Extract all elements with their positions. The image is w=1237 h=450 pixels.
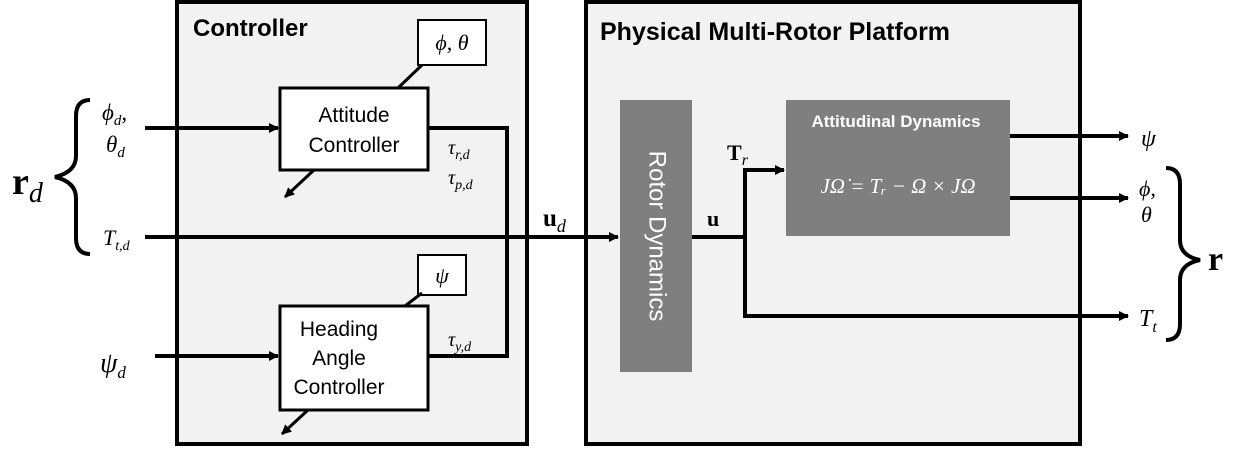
heading-feedback-tag-box xyxy=(417,254,467,296)
theta-output-label: θ xyxy=(1141,202,1152,227)
psi-output-label: ψ xyxy=(1141,126,1157,152)
tt-output-label: Tt xyxy=(1139,306,1157,336)
attitudinal-dynamics-title: Attitudinal Dynamics xyxy=(811,112,980,131)
r-output-label: r xyxy=(1208,241,1223,278)
u-label: u xyxy=(707,206,719,231)
heading-feedback-link xyxy=(404,291,423,308)
attitude-feedback-link xyxy=(396,63,424,90)
attitudinal-dynamics-block xyxy=(786,100,1010,236)
attitude-feedback-tag: ϕ, θ xyxy=(435,30,468,55)
heading-feedback-tag: ψ xyxy=(435,263,449,288)
attitude-torque-line xyxy=(428,126,509,237)
heading-controller-line2: Angle xyxy=(312,347,366,370)
platform-title: Physical Multi-Rotor Platform xyxy=(600,18,950,46)
tau-r-label: τr,d xyxy=(448,137,471,163)
attitude-controller-line2: Controller xyxy=(308,134,399,157)
tau-p-label: τp,d xyxy=(448,167,474,193)
tt-branch-arrow xyxy=(743,237,1129,321)
psi-d-label: ψd xyxy=(100,348,126,382)
heading-controller-block xyxy=(278,304,430,412)
attitude-controller-line1: Attitude xyxy=(318,104,389,127)
heading-controller-line1: Heading xyxy=(300,318,378,341)
input-brace xyxy=(54,98,91,256)
heading-torque-line xyxy=(428,237,509,358)
rd-label: rd xyxy=(12,161,44,209)
phi-d-label: ϕd, xyxy=(102,100,127,129)
tr-branch-arrow xyxy=(743,165,785,237)
heading-output-diagonal-arrow xyxy=(280,408,310,436)
tt-d-label: Tt,d xyxy=(103,225,131,254)
rotor-dynamics-block xyxy=(620,100,692,372)
attitudinal-dynamics-equation: JΩ̇ = Tᵣ − Ω × JΩ xyxy=(820,174,975,198)
ud-label: ud xyxy=(543,205,567,236)
controller-title: Controller xyxy=(193,15,308,42)
attitude-output-diagonal-arrow xyxy=(283,168,316,199)
output-brace xyxy=(1165,166,1201,342)
phi-output-label: ϕ, xyxy=(1139,176,1156,201)
heading-controller-line3: Controller xyxy=(293,376,384,399)
theta-d-label: θd xyxy=(106,132,125,161)
tr-label: Tr xyxy=(727,140,749,169)
attitude-controller-block xyxy=(278,86,430,172)
attitude-feedback-tag-box xyxy=(417,19,487,66)
rotor-dynamics-label: Rotor Dynamics xyxy=(644,151,671,322)
tau-y-label: τy,d xyxy=(448,329,472,355)
